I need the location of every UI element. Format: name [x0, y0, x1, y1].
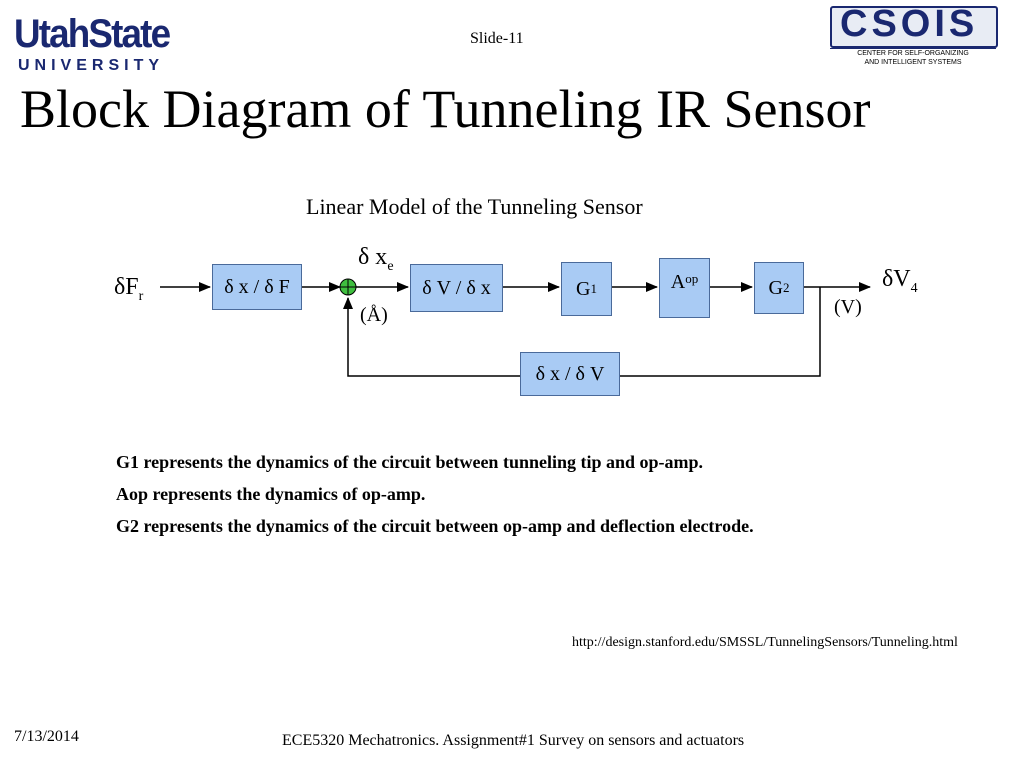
- footer-date: 7/13/2014: [14, 728, 79, 745]
- slide-title: Block Diagram of Tunneling IR Sensor: [20, 79, 871, 139]
- utah-state-university-logo: UtahState UNIVERSITY: [14, 12, 200, 74]
- usu-logo-subtext: UNIVERSITY: [18, 57, 165, 74]
- block-g2-subscript: 2: [782, 280, 790, 295]
- caption-aop: Aop represents the dynamics of op-amp.: [116, 484, 426, 504]
- output-label-text: δV: [882, 266, 911, 292]
- summing-top-label-subscript: e: [387, 258, 394, 274]
- block-aop-subscript: op: [685, 271, 699, 286]
- usu-logo-wordmark: UtahState: [14, 12, 171, 56]
- input-label-text: δF: [114, 274, 139, 300]
- block-diagram: Linear Model of the Tunneling Sensor δFr…: [100, 190, 960, 410]
- input-label: δFr: [114, 274, 143, 305]
- footer-course: ECE5320 Mechatronics. Assignment#1 Surve…: [282, 732, 745, 749]
- caption-g1: G1 represents the dynamics of the circui…: [116, 452, 704, 472]
- block-g1-label: G: [576, 277, 591, 300]
- csois-logo-frame: [830, 6, 998, 48]
- csois-logo-subtext-1: CENTER FOR SELF-ORGANIZING: [857, 50, 969, 57]
- input-label-subscript: r: [138, 288, 144, 304]
- feedback-line-left: [343, 297, 520, 377]
- diagram-connectors: [160, 278, 871, 377]
- source-url: http://design.stanford.edu/SMSSL/Tunneli…: [572, 635, 958, 650]
- diagram-heading: Linear Model of the Tunneling Sensor: [306, 194, 643, 219]
- csois-logo: CSOIS CENTER FOR SELF-ORGANIZING AND INT…: [830, 3, 998, 68]
- summing-top-label-text: δ x: [358, 244, 388, 270]
- block-g2-label: G: [768, 276, 783, 299]
- block-dx-dF: δ x / δ F: [212, 264, 302, 310]
- block-g1-subscript: 1: [590, 281, 597, 296]
- output-label: δV4: [882, 266, 918, 297]
- caption-g2: G2 represents the dynamics of the circui…: [116, 516, 754, 536]
- block-dx-dV: δ x / δ V: [520, 352, 620, 396]
- slide-number: Slide-11: [470, 30, 524, 47]
- feedback-line-right: [620, 287, 821, 377]
- csois-logo-divider: [830, 48, 996, 49]
- csois-logo-subtext-2: AND INTELLIGENT SYSTEMS: [864, 59, 962, 66]
- summing-top-label: δ xe: [358, 244, 394, 275]
- output-unit: (V): [834, 296, 862, 318]
- summing-bottom-label: (Å): [360, 304, 388, 326]
- csois-logo-wordmark: CSOIS: [840, 3, 979, 45]
- block-aop-label: A: [670, 271, 686, 293]
- block-dV-dx: δ V / δ x: [410, 264, 503, 312]
- output-label-subscript: 4: [910, 280, 918, 296]
